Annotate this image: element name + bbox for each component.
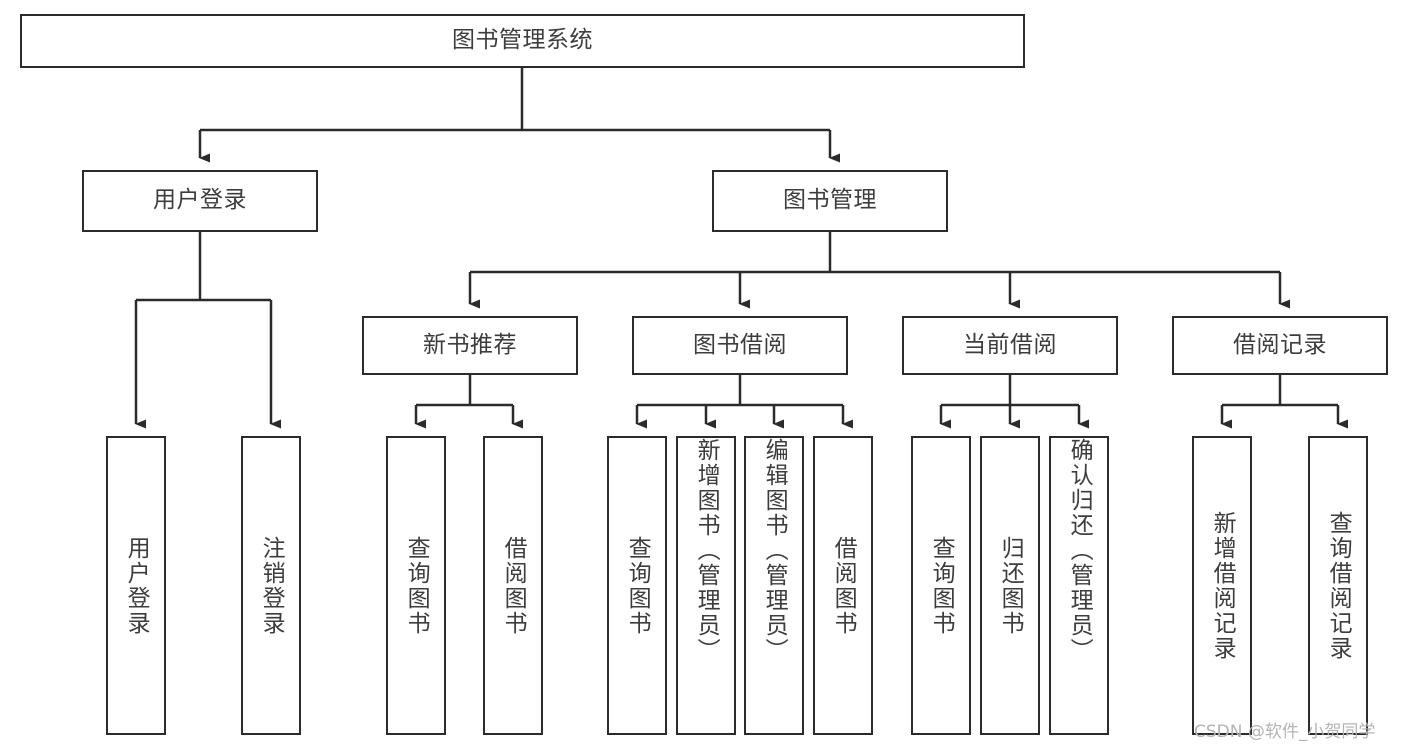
- leaf-bb-edit-book-admin-label: 编辑图书（管理员）: [761, 438, 788, 663]
- node-book-borrow[interactable]: 图书借阅: [632, 316, 848, 375]
- leaf-bb-borrow-book-label: 借阅图书: [830, 535, 857, 636]
- node-user-login[interactable]: 用户登录: [82, 170, 318, 232]
- leaf-cb-confirm-return-admin[interactable]: 确认归还（管理员）: [1049, 436, 1109, 735]
- node-book-management[interactable]: 图书管理: [712, 170, 948, 232]
- leaf-br-query-record[interactable]: 查询借阅记录: [1308, 436, 1368, 735]
- node-current-borrow[interactable]: 当前借阅: [902, 316, 1118, 375]
- leaf-nb-query-book[interactable]: 查询图书: [386, 436, 446, 735]
- leaf-br-add-record-label: 新增借阅记录: [1209, 510, 1236, 661]
- leaf-bb-add-book-admin[interactable]: 新增图书（管理员）: [676, 436, 736, 735]
- leaf-logout-label: 注销登录: [258, 535, 285, 636]
- node-borrow-record[interactable]: 借阅记录: [1172, 316, 1388, 375]
- leaf-bb-add-book-admin-label: 新增图书（管理员）: [693, 438, 720, 663]
- csdn-watermark: CSDN @软件_小贺同学: [1194, 722, 1376, 742]
- leaf-bb-query-book[interactable]: 查询图书: [607, 436, 667, 735]
- leaf-nb-borrow-book-label: 借阅图书: [500, 535, 527, 636]
- node-root-system-label: 图书管理系统: [452, 27, 593, 54]
- leaf-user-login-label: 用户登录: [123, 535, 150, 636]
- leaf-user-login[interactable]: 用户登录: [106, 436, 166, 735]
- node-book-management-label: 图书管理: [783, 187, 877, 214]
- leaf-nb-query-book-label: 查询图书: [403, 535, 430, 636]
- leaf-cb-return-book[interactable]: 归还图书: [980, 436, 1040, 735]
- node-user-login-label: 用户登录: [153, 187, 247, 214]
- leaf-bb-borrow-book[interactable]: 借阅图书: [813, 436, 873, 735]
- leaf-nb-borrow-book[interactable]: 借阅图书: [483, 436, 543, 735]
- leaf-cb-query-book-label: 查询图书: [928, 535, 955, 636]
- leaf-cb-confirm-return-admin-label: 确认归还（管理员）: [1066, 438, 1093, 663]
- leaf-bb-query-book-label: 查询图书: [624, 535, 651, 636]
- node-new-book-recommend[interactable]: 新书推荐: [362, 316, 578, 375]
- leaf-br-add-record[interactable]: 新增借阅记录: [1192, 436, 1252, 735]
- node-book-borrow-label: 图书借阅: [693, 331, 787, 358]
- node-new-book-recommend-label: 新书推荐: [423, 331, 517, 358]
- leaf-bb-edit-book-admin[interactable]: 编辑图书（管理员）: [744, 436, 804, 735]
- leaf-cb-return-book-label: 归还图书: [997, 535, 1024, 636]
- node-borrow-record-label: 借阅记录: [1233, 331, 1327, 358]
- node-root-system[interactable]: 图书管理系统: [20, 14, 1025, 68]
- leaf-cb-query-book[interactable]: 查询图书: [911, 436, 971, 735]
- leaf-br-query-record-label: 查询借阅记录: [1325, 510, 1352, 661]
- node-current-borrow-label: 当前借阅: [963, 331, 1057, 358]
- leaf-logout[interactable]: 注销登录: [241, 436, 301, 735]
